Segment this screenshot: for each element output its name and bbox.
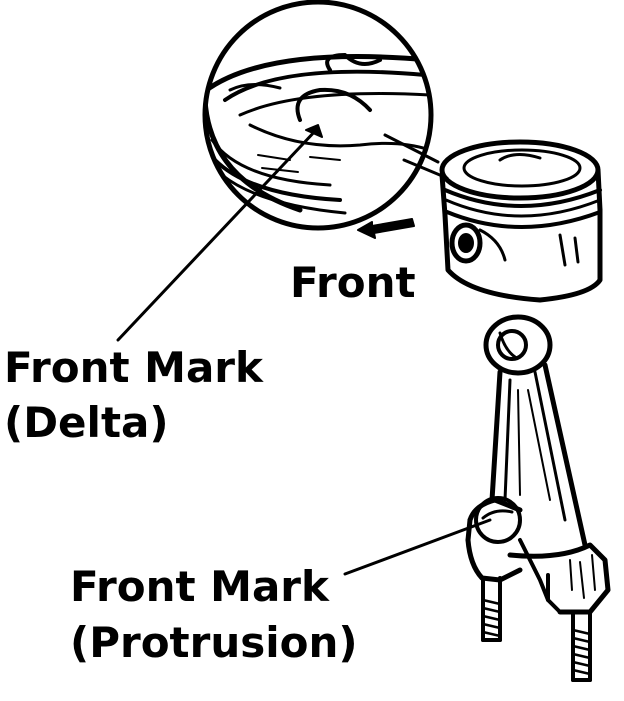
magnified-inset bbox=[202, 0, 449, 231]
protrusion-leader-line bbox=[343, 518, 492, 576]
front-mark-protrusion-sublabel: (Protrusion) bbox=[70, 618, 358, 667]
front-label: Front bbox=[290, 258, 416, 307]
protrusion-mark-icon bbox=[474, 496, 522, 544]
piston bbox=[439, 139, 603, 303]
delta-leader-line bbox=[116, 126, 320, 342]
inset-circle bbox=[202, 0, 434, 231]
connecting-rod bbox=[465, 314, 611, 682]
front-arrow-icon bbox=[357, 218, 415, 239]
front-mark-delta-label: Front Mark bbox=[4, 343, 263, 392]
front-mark-delta-sublabel: (Delta) bbox=[4, 398, 169, 447]
piston-pin-hole bbox=[449, 222, 483, 264]
front-mark-protrusion-label: Front Mark bbox=[70, 562, 329, 611]
